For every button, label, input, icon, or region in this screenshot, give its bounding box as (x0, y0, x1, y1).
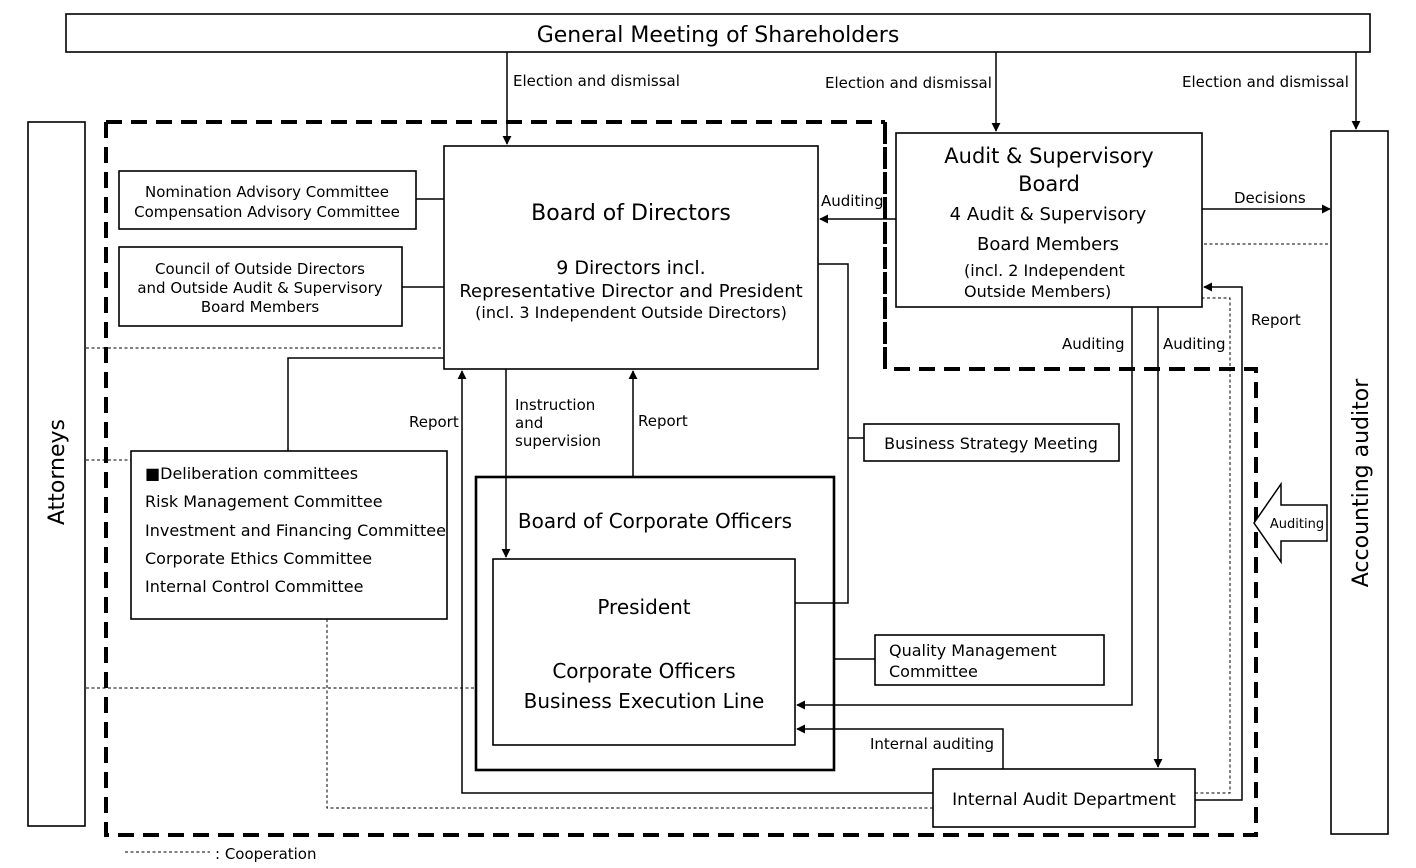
accounting-auditor-box (1330, 130, 1389, 835)
deliberation-item: Corporate Ethics Committee (145, 549, 372, 568)
board-title: Board of Directors (531, 201, 731, 226)
auditing-right-label: Auditing (1163, 335, 1226, 353)
advisory-committees-box (118, 170, 417, 230)
election-label: Election and dismissal (513, 72, 680, 90)
connectors (287, 52, 1361, 801)
officers-board-title: Board of Corporate Officers (518, 509, 792, 533)
internal-audit-label: Internal Audit Department (952, 790, 1176, 810)
auditing-board-label: Auditing (821, 192, 884, 210)
deliberation-item: Risk Management Committee (145, 492, 383, 511)
asb-line1: 4 Audit & Supervisory (950, 204, 1147, 225)
council-line1: Council of Outside Directors (155, 260, 365, 278)
report-accounting-label: Report (1251, 311, 1301, 329)
board-line3: (incl. 3 Independent Outside Directors) (475, 303, 787, 322)
shareholders-box (65, 13, 1371, 53)
election-label: Election and dismissal (1182, 73, 1349, 91)
president-line1: Corporate Officers (552, 659, 735, 683)
audit-supervisory-board-box (895, 132, 1203, 308)
nomination-line2: Compensation Advisory Committee (134, 203, 400, 221)
president-line2: Business Execution Line (524, 689, 765, 713)
cooperation-lines (86, 243, 1331, 809)
instruction-label: supervision (515, 432, 601, 450)
council-box (118, 246, 403, 327)
attorneys-label: Attorneys (45, 419, 70, 525)
deliberation-item: Investment and Financing Committee (145, 521, 446, 540)
deliberation-item: Internal Control Committee (145, 577, 363, 596)
president-title: President (597, 595, 690, 619)
instruction-label: Instruction (515, 396, 595, 414)
board-line2: Representative Director and President (459, 281, 802, 302)
deliberation-heading: ■Deliberation committees (145, 464, 358, 483)
business-strategy-label: Business Strategy Meeting (884, 434, 1098, 453)
report-up-label: Report (638, 412, 688, 430)
shareholders-label: General Meeting of Shareholders (537, 23, 900, 48)
deliberation-committees-box (130, 450, 448, 620)
auditing-left-label: Auditing (1062, 335, 1125, 353)
legend-cooperation-label: : Cooperation (215, 845, 317, 863)
quality-management-committee-box (874, 634, 1105, 686)
nomination-line1: Nomination Advisory Committee (145, 183, 389, 201)
asb-line4: Outside Members) (964, 282, 1111, 301)
asb-line2: Board Members (977, 234, 1119, 255)
quality-line2: Committee (889, 662, 978, 681)
election-label: Election and dismissal (825, 74, 992, 92)
accounting-auditor-label: Accounting auditor (1349, 378, 1374, 587)
business-strategy-meeting-box (863, 423, 1120, 462)
attorneys-box (27, 121, 86, 827)
internal-audit-department-box (932, 768, 1196, 828)
internal-auditing-label: Internal auditing (870, 735, 994, 753)
asb-line3: (incl. 2 Independent (964, 261, 1125, 280)
president-box (492, 558, 796, 746)
instruction-label: and (515, 414, 543, 432)
board-of-directors-box (443, 145, 819, 370)
governance-frame (104, 120, 1258, 837)
asb-title1: Audit & Supervisory (944, 144, 1153, 168)
hollow-auditing-label: Auditing (1270, 517, 1324, 532)
hollow-auditing-arrow (1253, 481, 1328, 565)
quality-line1: Quality Management (889, 641, 1057, 660)
council-line3: Board Members (201, 298, 320, 316)
council-line2: and Outside Audit & Supervisory (137, 279, 382, 297)
board-line1: 9 Directors incl. (556, 257, 705, 279)
decisions-label: Decisions (1234, 189, 1306, 207)
report-left-label: Report (409, 413, 459, 431)
asb-title2: Board (1018, 172, 1080, 196)
